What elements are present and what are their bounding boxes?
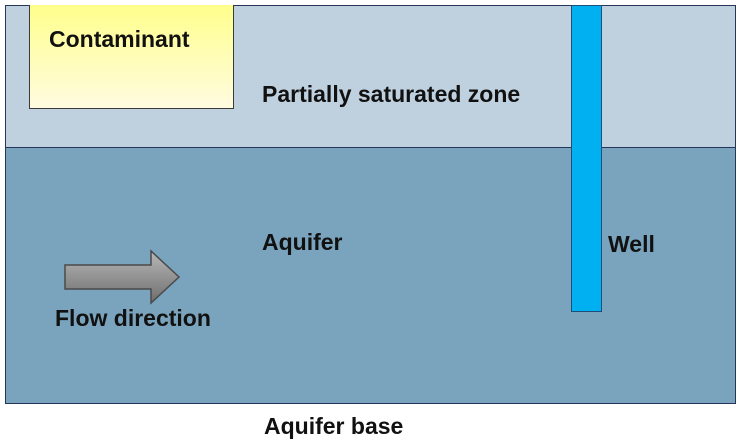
contaminant-label: Contaminant — [49, 26, 190, 52]
contaminant-source — [29, 5, 234, 109]
aquifer-base-label: Aquifer base — [264, 413, 404, 439]
flow-direction-label: Flow direction — [55, 305, 211, 331]
well-label: Well — [608, 231, 655, 257]
partially-saturated-zone-label: Partially saturated zone — [262, 81, 521, 107]
flow-arrow-icon — [64, 249, 181, 305]
well-shaft — [571, 5, 602, 312]
aquifer-label: Aquifer — [262, 229, 343, 255]
